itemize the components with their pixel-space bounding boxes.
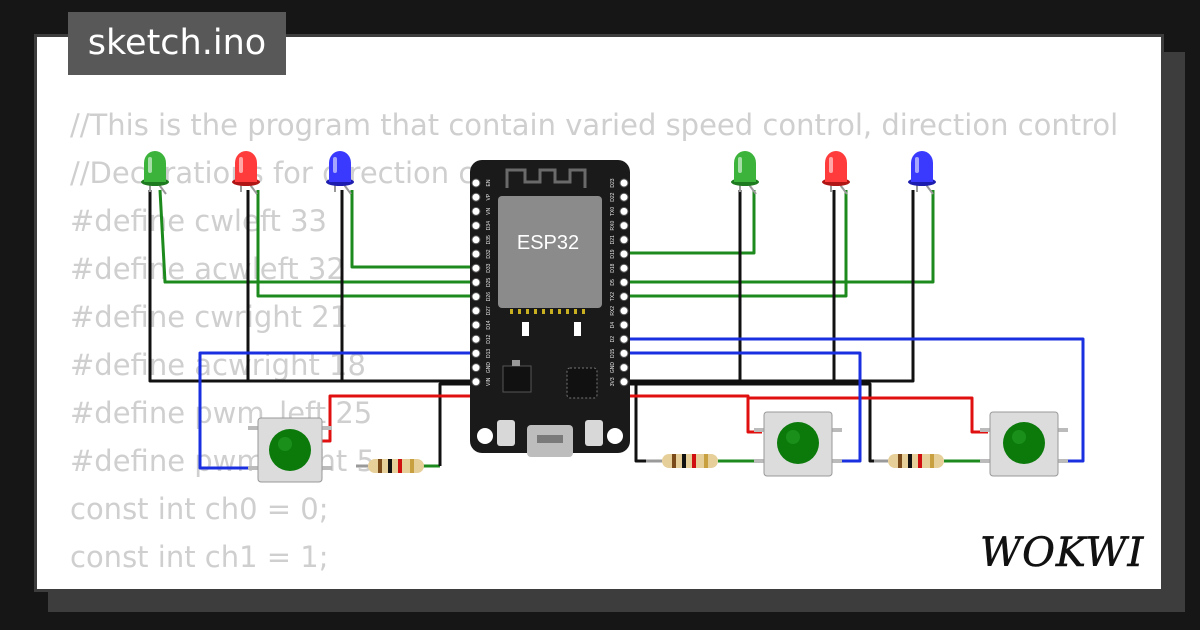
pushbutton-right[interactable] [980, 411, 1068, 477]
pin-hole[interactable] [619, 334, 629, 344]
pin-hole[interactable] [619, 377, 629, 387]
pin-hole[interactable] [619, 306, 629, 316]
pin-label: VP [486, 193, 492, 200]
pin-label: D25 [486, 278, 492, 287]
pin-hole[interactable] [619, 263, 629, 273]
pin-hole[interactable] [619, 235, 629, 245]
code-line: const int ch1 = 1; [70, 540, 329, 574]
pin-hole[interactable] [471, 292, 481, 302]
pin-label: D13 [486, 349, 492, 358]
pin-label: D26 [486, 292, 492, 301]
red-wires [322, 394, 988, 443]
led-green-right[interactable] [731, 151, 759, 195]
pushbutton-middle[interactable] [754, 411, 842, 477]
pin-label: D2 [610, 336, 616, 343]
pin-label: D23 [610, 178, 616, 187]
pin-label: D32 [486, 249, 492, 258]
pin-hole[interactable] [471, 320, 481, 330]
led-blue-left[interactable] [326, 151, 354, 195]
page-title: sketch.ino [68, 12, 286, 75]
esp32-board[interactable] [470, 160, 630, 457]
pin-hole[interactable] [619, 348, 629, 358]
led-red-right[interactable] [822, 151, 850, 195]
pin-hole[interactable] [471, 363, 481, 373]
pin-hole[interactable] [471, 263, 481, 273]
pin-label: 3V3 [610, 377, 616, 386]
pin-hole[interactable] [619, 192, 629, 202]
pin-hole[interactable] [619, 320, 629, 330]
pin-label: TX2 [610, 292, 616, 301]
pin-hole[interactable] [471, 192, 481, 202]
pin-label: D27 [486, 306, 492, 315]
pin-label: EN [486, 179, 492, 186]
pin-label: D34 [486, 221, 492, 230]
pin-hole[interactable] [471, 178, 481, 188]
pin-label: D4 [610, 322, 616, 329]
led-group [141, 151, 936, 195]
pin-label: D18 [610, 263, 616, 272]
pin-label: GND [486, 362, 492, 374]
code-line: #define acwleft 32 [70, 252, 345, 286]
pin-label: D33 [486, 263, 492, 272]
pin-label: D12 [486, 334, 492, 343]
pin-hole[interactable] [471, 249, 481, 259]
pin-hole[interactable] [471, 377, 481, 387]
pin-label: TX0 [610, 207, 616, 216]
code-line: #define cwleft 33 [70, 204, 328, 238]
pin-hole[interactable] [619, 206, 629, 216]
pin-label: D35 [486, 235, 492, 244]
pin-label: RX2 [610, 306, 616, 316]
wokwi-logo: WOKWI [980, 530, 1144, 576]
resistor-left[interactable] [356, 459, 424, 473]
pin-hole[interactable] [471, 206, 481, 216]
pin-hole[interactable] [619, 178, 629, 188]
pin-label: VN [486, 208, 492, 215]
pin-hole[interactable] [471, 277, 481, 287]
green-wires [158, 189, 988, 468]
code-line: const int freq = 1000; [70, 581, 1138, 589]
pin-hole[interactable] [619, 249, 629, 259]
wokwi-logo-text: WOKWI [980, 530, 1144, 576]
code-line: #define pwm_right 5 [70, 444, 375, 478]
pin-label: D19 [610, 249, 616, 258]
led-blue-right[interactable] [908, 151, 936, 195]
esp32-chip [498, 196, 602, 308]
esp32-label: ESP32 [517, 232, 579, 254]
pin-hole[interactable] [471, 306, 481, 316]
pin-hole[interactable] [619, 221, 629, 231]
pin-hole[interactable] [471, 334, 481, 344]
pin-label: GND [610, 362, 616, 374]
black-wires [148, 190, 915, 466]
pin-hole[interactable] [619, 363, 629, 373]
pushbutton-left[interactable] [248, 417, 332, 483]
pin-label: D14 [486, 320, 492, 329]
led-red-left[interactable] [232, 151, 260, 195]
code-line: const int ch0 = 0; [70, 492, 329, 526]
pin-hole[interactable] [471, 348, 481, 358]
code-line: #define cwright 21 [70, 300, 349, 334]
pin-hole[interactable] [619, 277, 629, 287]
pin-hole[interactable] [471, 221, 481, 231]
pin-label: D21 [610, 235, 616, 244]
pin-hole[interactable] [619, 292, 629, 302]
pin-label: D5 [610, 279, 616, 286]
resistor-middle[interactable] [646, 454, 718, 468]
pin-label: RX0 [610, 221, 616, 231]
pin-hole[interactable] [471, 235, 481, 245]
code-line: //This is the program that contain varie… [70, 108, 1119, 142]
resistor-right[interactable] [874, 454, 944, 468]
pin-label: D22 [610, 192, 616, 201]
blue-wires [198, 337, 1085, 470]
led-green-left[interactable] [141, 151, 169, 195]
pin-label: D15 [610, 349, 616, 358]
pin-label: VIN [486, 377, 492, 386]
